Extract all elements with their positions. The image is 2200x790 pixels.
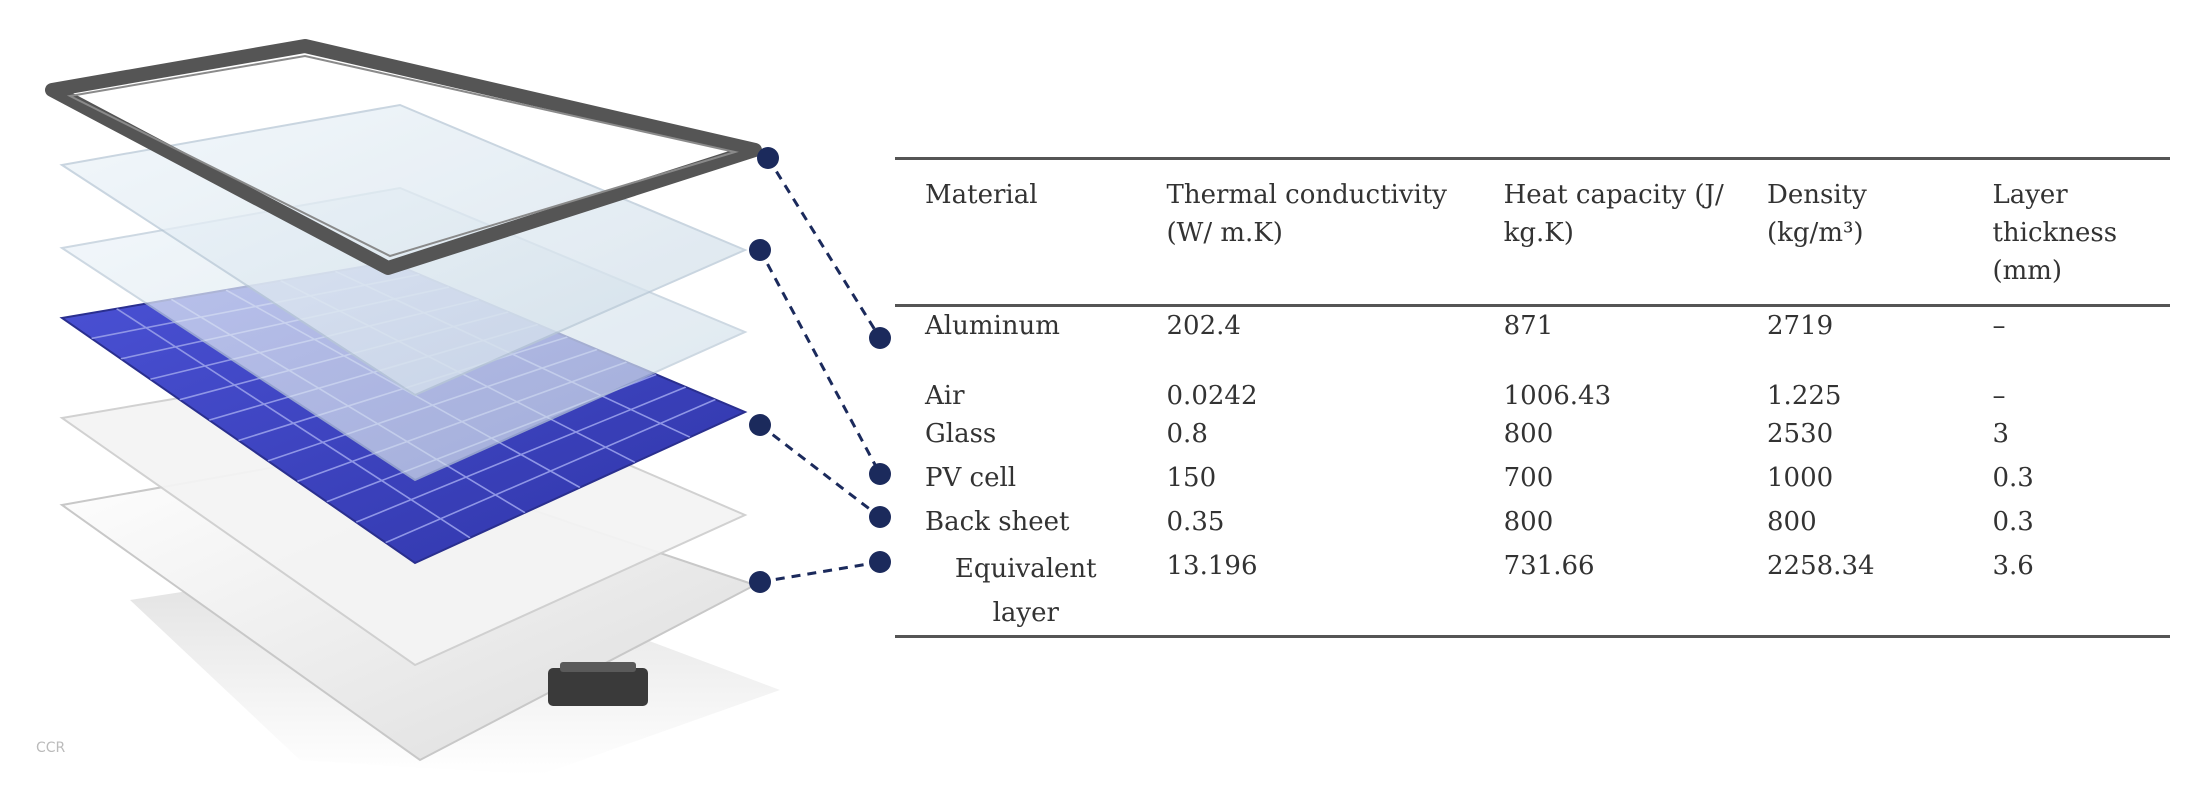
header-heat-capacity: Heat capacity (J/ kg.K): [1503, 180, 1724, 248]
dot-row-glass: [869, 463, 891, 485]
material-properties-table: Material Thermal conductivity (W/ m.K) H…: [895, 157, 2170, 638]
cell-material: Equivalent layer: [895, 547, 1137, 637]
cell-density: 2258.34: [1767, 551, 1875, 581]
cell-thickness: 0.3: [1992, 463, 2034, 493]
cell-thickness: –: [1992, 381, 2006, 411]
table-row: Air 0.0242 1006.43 1.225 –: [895, 377, 2170, 415]
cell-conductivity: 0.0242: [1166, 381, 1258, 411]
equivalent-layer-label: Equivalent layer: [954, 554, 1097, 628]
cell-thickness: 3: [1992, 419, 2010, 449]
cell-capacity: 871: [1503, 311, 1554, 341]
connector-back-sheet: [759, 560, 881, 584]
cell-conductivity: 13.196: [1166, 551, 1258, 581]
dot-frame: [757, 147, 779, 169]
cell-material: Back sheet: [925, 507, 1070, 537]
cell-density: 2530: [1767, 419, 1834, 449]
cell-capacity: 1006.43: [1503, 381, 1612, 411]
header-layer-thickness: Layer thickness (mm): [1992, 180, 2118, 286]
table-row: Glass 0.8 800 2530 3: [895, 415, 2170, 459]
dot-row-back-sheet: [869, 551, 891, 573]
cell-material: PV cell: [925, 463, 1017, 493]
header-material: Material: [925, 180, 1038, 210]
cell-thickness: 3.6: [1992, 551, 2034, 581]
dot-backsheet: [749, 571, 771, 593]
cell-density: 1000: [1767, 463, 1834, 493]
cell-thickness: –: [1992, 311, 2006, 341]
pv-cell-grid-line: [116, 307, 471, 539]
cell-material: Air: [925, 381, 965, 411]
cell-conductivity: 202.4: [1166, 311, 1241, 341]
cell-capacity: 800: [1503, 507, 1554, 537]
aluminum-frame-inner: [66, 54, 739, 258]
cell-capacity: 700: [1503, 463, 1554, 493]
cell-capacity: 800: [1503, 419, 1554, 449]
cell-conductivity: 0.35: [1166, 507, 1225, 537]
cell-thickness: 0.3: [1992, 507, 2034, 537]
connector-dots: [749, 147, 891, 593]
dot-row-pv-cell: [869, 506, 891, 528]
table-row: PV cell 150 700 1000 0.3: [895, 459, 2170, 503]
cell-density: 1.225: [1767, 381, 1842, 411]
aluminum-frame: [45, 39, 762, 275]
cell-capacity: 731.66: [1503, 551, 1595, 581]
dot-glass: [749, 239, 771, 261]
cell-density: 800: [1767, 507, 1817, 537]
header-thermal-conductivity: Thermal conductivity (W/ m.K): [1166, 180, 1447, 248]
cell-density: 2719: [1767, 311, 1834, 341]
dot-cells: [749, 414, 771, 436]
table-header-row: Material Thermal conductivity (W/ m.K) H…: [895, 158, 2170, 306]
junction-box: [548, 668, 648, 706]
table-row: Equivalent layer 13.196 731.66 2258.34 3…: [895, 547, 2170, 637]
connector-aluminum: [766, 157, 882, 339]
cell-conductivity: 150: [1166, 463, 1217, 493]
dot-row-aluminum: [869, 327, 891, 349]
cell-material: Aluminum: [925, 311, 1060, 341]
watermark: CCR: [36, 740, 66, 756]
material-properties-table-container: Material Thermal conductivity (W/ m.K) H…: [895, 157, 2170, 638]
table-row: Back sheet 0.35 800 800 0.3: [895, 503, 2170, 547]
table-row: Aluminum 202.4 871 2719 –: [895, 306, 2170, 378]
connector-lines: [758, 157, 882, 584]
header-density: Density (kg/m³): [1767, 180, 1867, 248]
cell-conductivity: 0.8: [1166, 419, 1208, 449]
connector-glass: [758, 249, 882, 475]
cell-material: Glass: [925, 419, 997, 449]
junction-box-top: [560, 662, 636, 672]
